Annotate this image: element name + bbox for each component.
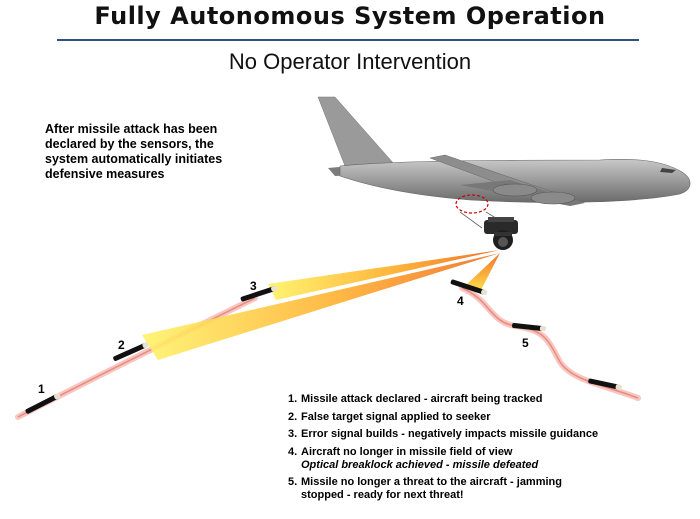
step-item: 1. Missile attack declared - aircraft be… — [288, 393, 688, 406]
intro-line: system automatically initiates — [45, 152, 223, 166]
missile-label-3: 3 — [250, 279, 257, 293]
callout-line — [459, 211, 483, 229]
aircraft-icon — [317, 96, 691, 206]
intro-line: After missile attack has been — [45, 122, 218, 136]
page-title: Fully Autonomous System Operation — [94, 2, 606, 30]
step-number: 5. — [288, 476, 298, 488]
missile-icon — [25, 393, 61, 414]
step-item: 5. Missile no longer a threat to the air… — [288, 476, 688, 502]
step-text: Missile attack declared - aircraft being… — [301, 393, 543, 405]
step-number: 4. — [288, 445, 298, 458]
intro-line: declared by the sensors, the — [45, 137, 214, 151]
jamming-beam-3 — [268, 250, 500, 300]
missile-trail-diverted — [459, 285, 641, 401]
intro-text: After missile attack has been declared b… — [45, 122, 235, 182]
step-text: stopped - ready for next threat! — [301, 489, 464, 501]
jamming-beam-4 — [466, 253, 500, 292]
step-text: Aircraft no longer in missile field of v… — [301, 445, 513, 458]
missile-icon — [450, 279, 488, 296]
missile-label-5: 5 — [522, 336, 529, 350]
missile-label-1: 1 — [38, 382, 45, 396]
step-number: 1. — [288, 393, 298, 405]
step-number: 2. — [288, 410, 298, 423]
page-subtitle: No Operator Intervention — [228, 49, 472, 74]
step-number: 3. — [288, 428, 298, 440]
intro-line: defensive measures — [45, 167, 165, 181]
step-text: Missile no longer a threat to the aircra… — [301, 476, 562, 488]
jammer-turret-icon — [484, 217, 518, 250]
missile-icon — [240, 285, 278, 302]
missile-icon — [588, 378, 622, 390]
jamming-beam-2 — [142, 253, 500, 360]
step-list: 1. Missile attack declared - aircraft be… — [288, 393, 688, 507]
missile-label-4: 4 — [457, 294, 464, 308]
step-result-text: Optical breaklock achieved - missile def… — [301, 458, 539, 471]
title-divider — [57, 39, 639, 41]
missile-icon — [113, 342, 149, 361]
missile-icon — [512, 323, 546, 332]
step-text: Error signal builds - negatively impacts… — [301, 428, 599, 440]
step-item: 2. False target signal applied to seeker — [288, 411, 688, 424]
missile-label-2: 2 — [118, 338, 125, 352]
step-text: False target signal applied to seeker — [301, 410, 491, 423]
system-location-marker — [455, 194, 489, 214]
step-item: 3. Error signal builds - negatively impa… — [288, 428, 688, 441]
step-item: 4. Aircraft no longer in missile field o… — [288, 446, 688, 472]
